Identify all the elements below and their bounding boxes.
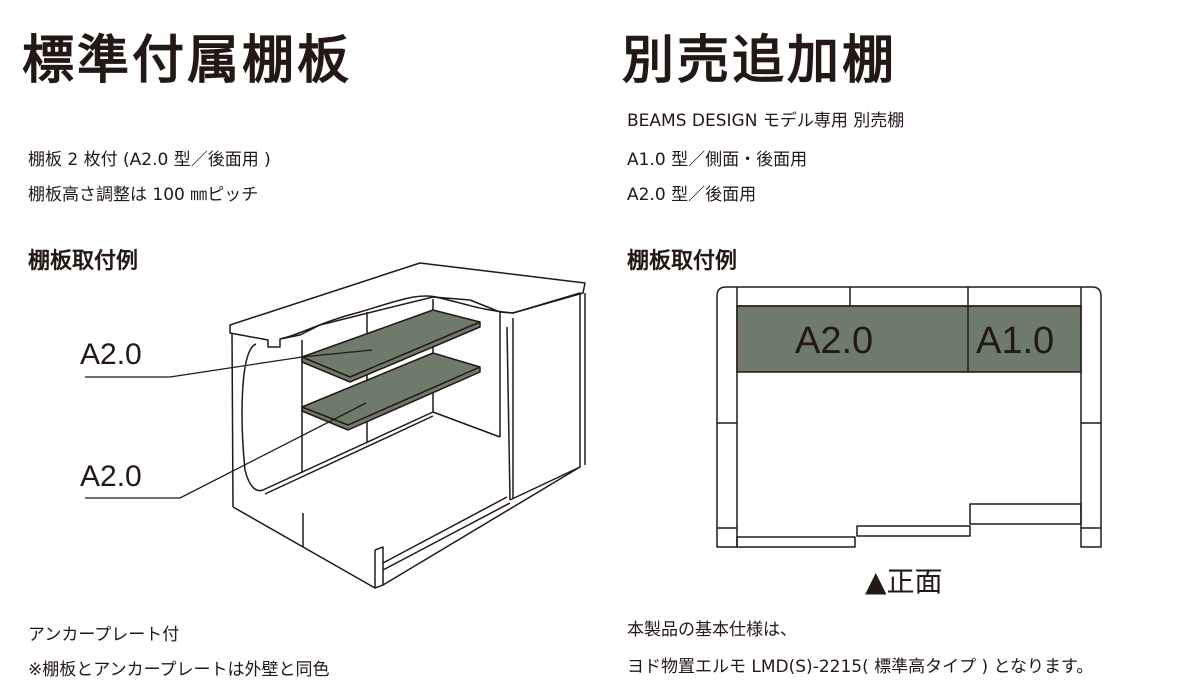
storage-3d-drawing bbox=[85, 262, 586, 589]
front-label: ▲正面 bbox=[865, 565, 943, 598]
right-spec-line: A1.0 型／側面・後面用 bbox=[627, 150, 808, 170]
right-example-heading: 棚板取付例 bbox=[627, 249, 738, 274]
left-note: アンカープレート付 bbox=[28, 625, 180, 645]
right-note: ヨド物置エルモ LMD(S)-2215( 標準高タイプ ) となります。 bbox=[627, 657, 1094, 677]
left-title: 標準付属棚板 bbox=[22, 31, 353, 91]
left-note: ※棚板とアンカープレートは外壁と同色 bbox=[28, 660, 330, 680]
shelf-label-lower: A2.0 bbox=[80, 460, 142, 493]
plan-label-a1: A1.0 bbox=[976, 320, 1055, 362]
shelf-label-upper: A2.0 bbox=[80, 338, 142, 371]
right-spec-line: BEAMS DESIGN モデル専用 別売棚 bbox=[627, 111, 905, 131]
left-spec-line: 棚板 2 枚付 (A2.0 型／後面用 ) bbox=[28, 150, 271, 170]
right-note: 本製品の基本仕様は、 bbox=[627, 620, 797, 640]
left-example-heading: 棚板取付例 bbox=[28, 249, 139, 274]
right-title: 別売追加棚 bbox=[622, 31, 898, 91]
left-spec-line: 棚板高さ調整は 100 ㎜ピッチ bbox=[28, 185, 259, 205]
plan-label-a2: A2.0 bbox=[795, 320, 874, 362]
right-spec-line: A2.0 型／後面用 bbox=[627, 185, 757, 205]
floor-plan-drawing bbox=[716, 286, 1102, 548]
